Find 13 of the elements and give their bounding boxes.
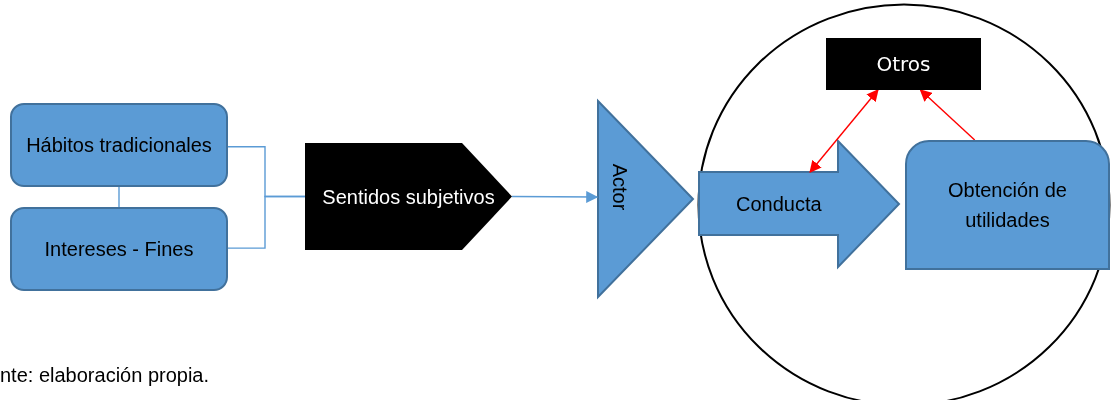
process-box: Obtención de utilidades — [905, 140, 1110, 270]
node-label: Conducta — [736, 192, 822, 217]
arrow — [809, 89, 879, 173]
label-box: Otros — [826, 38, 981, 90]
connector-line — [227, 195, 306, 249]
node-label: Sentidos subjetivos — [322, 184, 495, 210]
process-box: Intereses - Fines — [10, 207, 228, 291]
arrow — [511, 190, 599, 203]
node-label: Actor — [608, 163, 632, 211]
process-box: Hábitos tradicionales — [10, 103, 228, 187]
arrow — [919, 89, 976, 141]
caption: nte: elaboración propia. — [0, 364, 210, 387]
connector-line — [118, 186, 120, 208]
